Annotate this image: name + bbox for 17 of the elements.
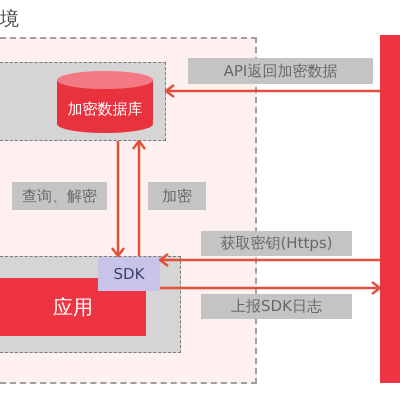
arrow <box>158 252 380 268</box>
app-box: 应用 <box>0 278 146 336</box>
arrow <box>160 280 382 296</box>
edge-label: 获取密钥(Https) <box>201 231 352 256</box>
edge-label: 加密 <box>148 182 206 210</box>
arrow <box>164 84 380 98</box>
vertical-bar <box>380 35 400 383</box>
edge-label: 上报SDK日志 <box>201 294 352 319</box>
arrow <box>132 140 146 256</box>
database-cylinder: 加密数据库 <box>57 71 153 133</box>
dashed-box <box>0 256 181 353</box>
edge-label: API返回加密数据 <box>188 58 373 84</box>
sdk-box: SDK <box>98 257 160 291</box>
region-heading: 境 <box>0 7 19 32</box>
edge-label: 查询、解密 <box>12 182 107 210</box>
dashed-box <box>0 62 166 141</box>
arrow <box>110 141 126 258</box>
